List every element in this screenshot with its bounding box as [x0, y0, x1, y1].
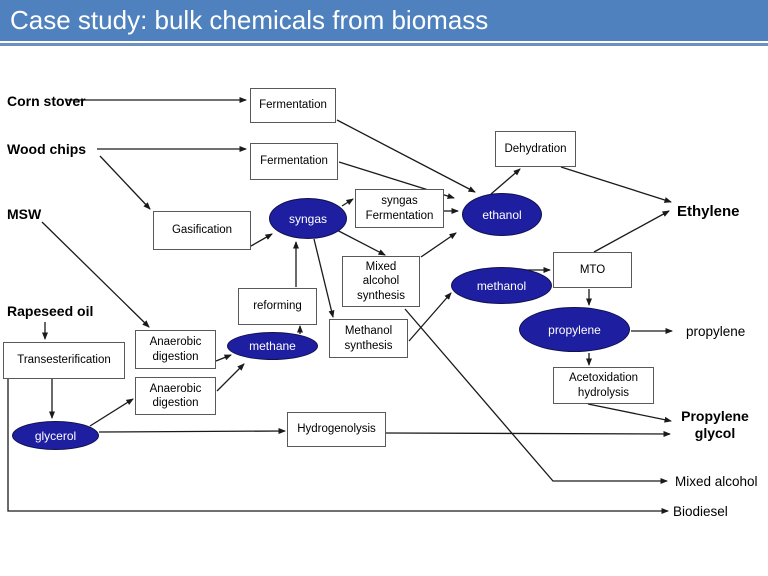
- arrow-syngas-to-mixed-alcohol-synthesis: [330, 226, 386, 256]
- process-gasification: Gasification: [153, 211, 251, 250]
- process-methanol-synthesis: Methanol synthesis: [329, 319, 408, 358]
- arrow-hydrogenolysis-to-propylene-glycol: [385, 430, 671, 437]
- arrow-transesterification-to-biodiesel: [7, 379, 669, 514]
- product-biodiesel: Biodiesel: [673, 504, 728, 519]
- product-mixed-alcohol: Mixed alcohol: [675, 474, 758, 489]
- arrow-anaerobic-digestion-2-to-methane: [216, 363, 245, 392]
- feedstock-corn-stover: Corn stover: [7, 93, 86, 109]
- arrow-methanol-synthesis-to-methanol: [408, 292, 452, 342]
- arrow-fermentation1-to-ethanol: [336, 119, 476, 193]
- arrow-anaerobic-digestion-1-to-methane: [215, 354, 232, 362]
- intermediate-ethanol: ethanol: [462, 193, 542, 236]
- process-fermentation-1: Fermentation: [250, 88, 336, 123]
- arrow-mixed-alcohol-synthesis-to-ethanol: [420, 232, 457, 258]
- arrow-glycerol-to-anaerobic-digestion-2: [89, 398, 134, 427]
- arrow-syngas-to-syngas-fermentation: [341, 198, 354, 207]
- arrow-dehydration-to-ethylene: [560, 166, 672, 203]
- product-ethylene: Ethylene: [677, 203, 740, 220]
- arrow-mixed-alcohol-synthesis-to-mixed-alcohol: [404, 308, 668, 484]
- process-transesterification: Transesterification: [3, 342, 125, 379]
- arrow-glycerol-to-hydrogenolysis: [98, 428, 286, 435]
- arrow-acetoxidation-to-propylene-glycol: [587, 403, 672, 423]
- process-reforming: reforming: [238, 288, 317, 325]
- arrow-gasification-to-syngas: [250, 233, 273, 247]
- feedstock-msw: MSW: [7, 206, 42, 222]
- process-dehydration: Dehydration: [495, 131, 576, 167]
- process-anaerobic-digestion-2: Anaerobic digestion: [135, 377, 216, 415]
- intermediate-methanol: methanol: [451, 267, 552, 304]
- process-syngas-fermentation: syngas Fermentation: [355, 189, 444, 228]
- product-propylene-glycol: Propylene glycol: [681, 408, 749, 441]
- title-bar-rule: [0, 43, 768, 46]
- process-fermentation-2: Fermentation: [250, 143, 338, 180]
- process-acetoxidation-hydrolysis: Acetoxidation hydrolysis: [553, 367, 654, 404]
- title-bar: Case study: bulk chemicals from biomass: [0, 0, 768, 41]
- intermediate-glycerol: glycerol: [12, 421, 99, 450]
- process-mixed-alcohol-synthesis: Mixed alcohol synthesis: [342, 256, 420, 307]
- arrow-ethanol-to-dehydration: [490, 168, 521, 195]
- intermediate-syngas: syngas: [269, 198, 347, 239]
- intermediate-propylene: propylene: [519, 307, 630, 352]
- slide-title: Case study: bulk chemicals from biomass: [10, 5, 489, 35]
- feedstock-wood-chips: Wood chips: [7, 141, 87, 157]
- product-propylene: propylene: [686, 324, 746, 339]
- arrow-msw-to-anaerobic-digestion-1: [41, 221, 150, 328]
- feedstock-rapeseed-oil: Rapeseed oil: [7, 303, 94, 319]
- arrow-wood-chips-to-gasification: [99, 155, 151, 210]
- arrow-syngas-to-methanol-synthesis: [313, 238, 335, 318]
- process-anaerobic-digestion-1: Anaerobic digestion: [135, 330, 216, 369]
- process-mto: MTO: [553, 252, 632, 288]
- intermediate-methane: methane: [227, 332, 318, 360]
- arrow-mto-to-ethylene: [593, 210, 670, 253]
- process-hydrogenolysis: Hydrogenolysis: [287, 412, 386, 447]
